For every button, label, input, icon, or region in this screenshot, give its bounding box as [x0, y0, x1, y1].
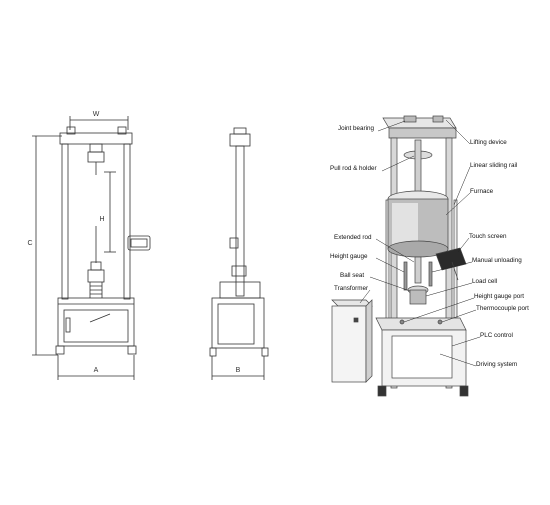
side-foot-left [209, 347, 217, 357]
iso-manual-unloading [428, 261, 433, 287]
dim-label-h: H [99, 216, 104, 223]
front-lower-holder [90, 261, 102, 271]
leader-height-gauge-port [403, 297, 475, 323]
iso-touch-screen-arm [451, 261, 459, 281]
leader-joint-bearing [377, 120, 406, 132]
label-furnace: Furnace [470, 188, 494, 195]
iso-touch-screen [435, 247, 467, 271]
label-load-cell: Load cell [472, 278, 497, 285]
iso-transformer-switch [353, 317, 359, 323]
callout-leaders [359, 119, 481, 367]
front-view-drawing [32, 116, 151, 380]
iso-furnace-highlight [392, 203, 418, 245]
label-lifting-device: Lifting device [470, 139, 507, 146]
front-column-right [123, 143, 131, 300]
leader-manual-unloading [431, 261, 473, 273]
iso-height-gauge [403, 261, 408, 291]
front-holder-top [89, 143, 103, 153]
iso-height-gauge-port [399, 319, 405, 325]
front-holder [87, 151, 105, 163]
iso-foot-left [377, 385, 387, 397]
dim-label-a: A [94, 367, 99, 374]
front-foot-right [127, 345, 137, 355]
dim-label-b: B [236, 367, 241, 374]
side-base-panel [217, 303, 255, 345]
leader-pull-rod-holder [381, 155, 415, 172]
leader-plc-control [451, 336, 481, 347]
leader-height-gauge [375, 257, 405, 273]
iso-load-cell [409, 289, 427, 305]
label-transformer: Transformer [334, 285, 368, 292]
dim-label-c: C [27, 240, 32, 247]
iso-lifting-nut [432, 115, 444, 123]
label-plc-control: PLC control [480, 332, 513, 339]
front-base-cabinet [57, 297, 135, 347]
front-top-nut-left [66, 126, 76, 135]
front-column-left [61, 143, 69, 300]
side-base-cabinet [211, 297, 265, 349]
front-top-crosshead [59, 132, 133, 145]
label-extended-rod: Extended rod [334, 234, 372, 241]
front-base-vent [65, 317, 71, 333]
iso-top-crosshead-front [388, 127, 457, 139]
label-linear-sliding-rail: Linear sliding rail [470, 162, 517, 169]
leader-driving-system [439, 353, 477, 367]
iso-joint-bearing [403, 115, 417, 123]
leader-touch-screen [457, 237, 470, 253]
front-base-door [63, 309, 129, 343]
front-ball-seat [87, 269, 105, 283]
leader-ball-seat [369, 276, 411, 292]
iso-foot-right [459, 385, 469, 397]
iso-extended-rod [414, 256, 422, 284]
leader-linear-sliding-rail [453, 166, 471, 206]
leader-extended-rod [375, 238, 415, 263]
front-bellows [89, 282, 103, 298]
front-base-hatch [89, 313, 111, 323]
iso-column-left [390, 137, 398, 389]
iso-base-door [391, 335, 453, 379]
leader-furnace [445, 192, 471, 216]
side-column [235, 145, 245, 297]
front-top-nut-right [117, 126, 127, 135]
side-top-cap [233, 127, 247, 135]
label-height-gauge-port: Height gauge port [474, 293, 524, 300]
front-touch-screen [127, 235, 151, 251]
side-ball-seat [231, 265, 247, 277]
label-thermocouple-port: Thermocouple port [476, 305, 529, 312]
iso-base-top [375, 317, 467, 331]
iso-transformer-body [331, 305, 367, 383]
iso-transformer-side [365, 299, 373, 383]
leader-load-cell [425, 282, 473, 297]
side-top-crosshead [229, 133, 251, 147]
label-height-gauge: Height gauge [330, 253, 368, 260]
dim-label-w: W [93, 111, 100, 118]
iso-thermocouple-port [437, 319, 443, 325]
label-ball-seat: Ball seat [340, 272, 364, 279]
leader-thermocouple-port [441, 309, 477, 323]
label-pull-rod-holder: Pull rod & holder [330, 165, 377, 172]
front-touch-screen-display [130, 238, 148, 248]
leader-transformer [359, 289, 371, 304]
side-touch-screen [229, 237, 239, 249]
iso-pull-rod [414, 139, 422, 199]
side-foot-right [261, 347, 269, 357]
label-touch-screen: Touch screen [469, 233, 507, 240]
iso-transformer-top [331, 299, 373, 307]
iso-view-drawing [331, 115, 469, 397]
front-foot-left [55, 345, 65, 355]
side-view-drawing [209, 127, 269, 380]
label-driving-system: Driving system [476, 361, 517, 368]
leader-lifting-device [445, 119, 471, 145]
label-joint-bearing: Joint bearing [338, 125, 375, 132]
label-manual-unloading: Manual unloading [472, 257, 522, 264]
iso-top-crosshead-top [382, 117, 457, 129]
